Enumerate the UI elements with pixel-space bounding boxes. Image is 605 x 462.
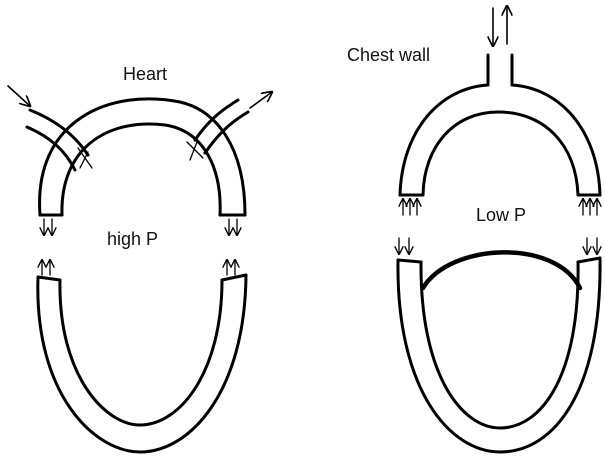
high-pressure-label: high P (107, 229, 158, 250)
lower-bowl-lid (423, 252, 580, 288)
lower-bowl-end-right (578, 258, 600, 262)
right-chest-diagram (398, 6, 600, 452)
lower-u-end-right (222, 275, 246, 280)
left-heart-diagram (8, 86, 272, 452)
heart-label: Heart (123, 64, 167, 85)
outflow-arrow (250, 92, 272, 108)
lower-bowl-end-left (398, 260, 421, 262)
lower-bowl-inner (421, 262, 578, 428)
lower-u-inner (60, 280, 222, 425)
chest-wall-label: Chest wall (347, 45, 430, 66)
upper-arch-outer-right (512, 55, 600, 195)
lower-u-end-left (38, 277, 60, 280)
upper-arch-inner (423, 112, 578, 195)
low-pressure-label: Low P (476, 205, 526, 226)
outflow-vessel-upper (195, 100, 238, 140)
upper-arch-outer-left (400, 55, 488, 195)
lower-bowl-outer (398, 258, 600, 452)
inflow-arrow (8, 86, 30, 106)
